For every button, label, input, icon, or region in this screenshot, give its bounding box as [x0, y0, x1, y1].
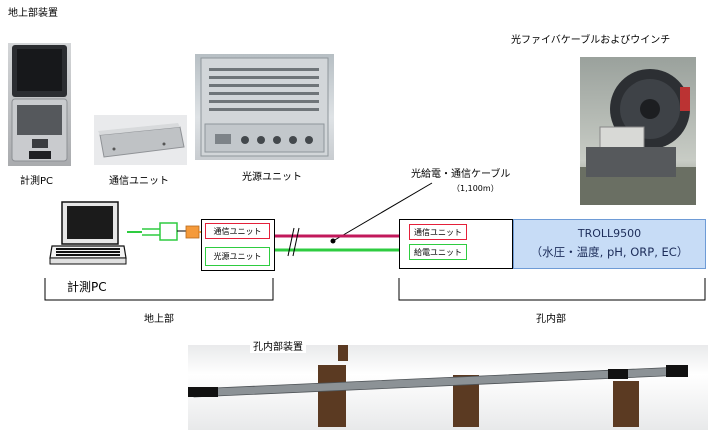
surface-section-bracket	[44, 278, 274, 301]
cable-leader-dot	[330, 238, 336, 244]
comm-unit-photo	[94, 115, 187, 165]
light-source-photo-caption: 光源ユニット	[242, 172, 302, 183]
cable-break-mark-1	[287, 227, 295, 257]
cable-label: 光給電・通信ケーブル	[411, 169, 511, 180]
borehole-section-label: 孔内部	[536, 314, 566, 325]
pc-photo-caption: 計測PC	[20, 176, 54, 187]
cable-length-label: （1,100m）	[452, 184, 499, 193]
borehole-equipment-label: 孔内部装置	[250, 342, 306, 353]
troll-sensor-box: TROLL9500 （水圧・温度, pH, ORP, EC）	[513, 219, 706, 269]
comm-unit-photo-caption: 通信ユニット	[109, 176, 169, 187]
borehole-probe-photo	[188, 345, 708, 430]
surface-light-unit: 光源ユニット	[205, 247, 270, 266]
surface-section-label: 地上部	[144, 314, 174, 325]
borehole-section-bracket	[398, 278, 706, 301]
light-source-unit-photo	[195, 54, 334, 160]
pc-label: 計測PC	[67, 280, 107, 294]
cable-leader-line	[332, 182, 433, 242]
laptop-photo	[8, 43, 71, 166]
winch-photo	[580, 57, 696, 205]
surface-green-connector	[159, 222, 178, 241]
surface-equipment-title: 地上部装置	[8, 8, 58, 19]
troll-params: （水圧・温度, pH, ORP, EC）	[530, 245, 689, 259]
borehole-comm-unit: 通信ユニット	[409, 224, 467, 240]
surface-comm-unit: 通信ユニット	[205, 223, 270, 239]
computer-icon	[48, 200, 128, 272]
cable-break-mark-2	[292, 227, 300, 257]
borehole-power-unit: 給電ユニット	[409, 244, 467, 260]
troll-name: TROLL9500	[577, 227, 642, 240]
fiber-cable-winch-caption: 光ファイバケーブルおよびウインチ	[511, 35, 671, 46]
surface-orange-connector	[185, 225, 200, 239]
